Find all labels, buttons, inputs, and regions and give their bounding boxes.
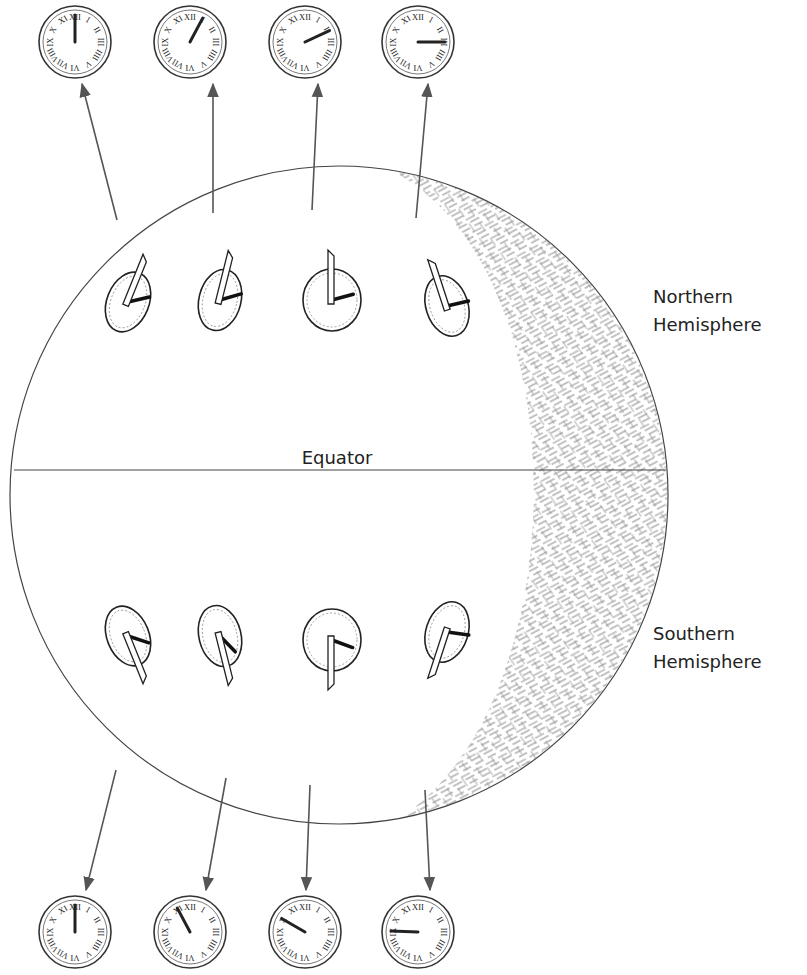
clock-numeral: III <box>326 928 335 937</box>
clock-numeral: XII <box>184 903 196 912</box>
clock-numeral: IX <box>161 38 170 47</box>
sundial-gnomon <box>428 258 450 311</box>
sundial <box>97 248 166 339</box>
clock-numeral: III <box>96 38 105 47</box>
night-side <box>390 170 667 818</box>
clock-numeral: XII <box>69 903 81 912</box>
clock-rim <box>154 896 226 968</box>
clock-numeral: XII <box>184 13 196 22</box>
clock-numeral: IX <box>276 38 285 47</box>
clock-numeral: IX <box>389 928 398 937</box>
sundial-shadow <box>332 640 353 648</box>
sundial-shadow <box>332 294 353 300</box>
clock-numeral: IX <box>46 928 55 937</box>
clock-ring <box>43 900 107 964</box>
clock-rim <box>269 6 341 78</box>
clock-numeral: XII <box>299 13 311 22</box>
clocks <box>39 6 454 968</box>
clock-rim <box>382 6 454 78</box>
clock-numeral: VI <box>301 63 310 72</box>
equator-line <box>14 469 666 470</box>
arrows <box>82 84 430 890</box>
sundial-gnomon <box>123 632 149 684</box>
sundial <box>97 599 166 690</box>
clock-numeral: IX <box>46 38 55 47</box>
sundial <box>303 250 361 331</box>
clock-ring <box>43 10 107 74</box>
clock-numeral: VI <box>414 63 423 72</box>
sundial-gnomon <box>215 632 234 686</box>
clock-numeral: IX <box>161 928 170 937</box>
clock-rim <box>39 6 111 78</box>
clock-numeral: III <box>326 38 335 47</box>
clock-numeral: XII <box>412 903 424 912</box>
clock-numeral: XII <box>299 903 311 912</box>
clock-numeral: XII <box>69 13 81 22</box>
clock-ring <box>386 900 450 964</box>
sundial <box>412 252 478 342</box>
clock-rim <box>154 6 226 78</box>
sundial-gnomon <box>123 254 149 306</box>
sundial <box>303 609 361 690</box>
clock-rim <box>382 896 454 968</box>
equator-label: Equator <box>300 447 375 469</box>
clock-numeral: XII <box>412 13 424 22</box>
hemisphere-label: Northern Hemisphere <box>653 283 793 339</box>
sundial-gnomon <box>328 636 334 690</box>
sundial <box>192 601 252 690</box>
clock-numeral: VI <box>71 953 80 962</box>
sundial <box>412 596 478 686</box>
sundial-gnomon <box>215 251 234 305</box>
clock-numeral: VI <box>71 63 80 72</box>
sundial-gnomon <box>328 250 334 304</box>
clock-numeral: III <box>211 928 220 937</box>
sundial <box>192 246 252 335</box>
sundial-gnomon <box>428 627 450 680</box>
clock-numeral: VI <box>186 953 195 962</box>
clock-numeral: VI <box>301 953 310 962</box>
clock-numeral: VI <box>414 953 423 962</box>
clock-numeral: III <box>96 928 105 937</box>
clock-numeral: III <box>439 38 448 47</box>
clock-ring <box>386 10 450 74</box>
clock-ring <box>273 900 337 964</box>
clock-numeral: III <box>439 928 448 937</box>
clock-numeral: VI <box>186 63 195 72</box>
night-side-texture <box>390 170 667 818</box>
clock-numeral: III <box>211 38 220 47</box>
hemisphere-label: Southern Hemisphere <box>653 620 793 676</box>
clock-ring <box>158 900 222 964</box>
sundials <box>97 246 478 690</box>
sundial-shadow <box>447 299 468 308</box>
clock-rim <box>39 896 111 968</box>
clock-numeral: IX <box>276 928 285 937</box>
earth-outline <box>10 166 668 824</box>
clock-ring <box>273 10 337 74</box>
clock-rim <box>269 896 341 968</box>
clock-numeral: IX <box>389 38 398 47</box>
clock-ring <box>158 10 222 74</box>
